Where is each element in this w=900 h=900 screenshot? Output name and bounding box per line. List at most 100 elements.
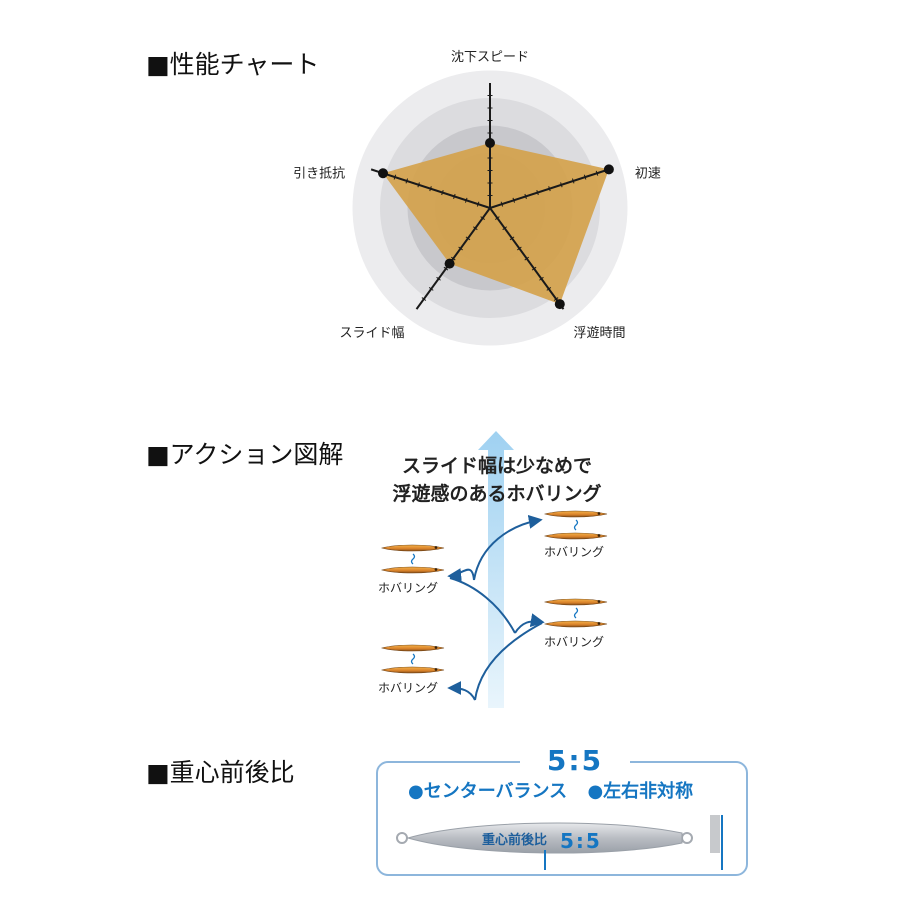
lure-eye: [597, 534, 601, 537]
radar-tick: [536, 190, 539, 196]
radar-tick: [417, 182, 420, 188]
radar-tick: [480, 216, 485, 220]
radar-tick: [458, 246, 463, 251]
hover-lure: [380, 644, 445, 652]
lure-eye: [434, 546, 438, 549]
radar-tick: [546, 287, 552, 291]
section-title-balance: ■重心前後比: [146, 758, 295, 787]
radar-tick: [495, 216, 500, 220]
lure-eye: [434, 568, 438, 571]
curve-arrow-upper-right: [473, 514, 543, 581]
radar-tick: [524, 256, 530, 261]
radar-axes: [370, 83, 614, 310]
hover-lure: [543, 620, 608, 628]
lure-eye: [597, 600, 601, 603]
balance-lure-ratio: 5:5: [560, 829, 602, 853]
radar-tick: [428, 287, 434, 291]
radar-axis-label-1: 沈下スピード: [451, 50, 529, 65]
wiggle-icon: [573, 519, 579, 531]
lure-eye: [434, 646, 438, 649]
feature-asymmetric: ●左右非対称: [587, 781, 694, 802]
radar-tick: [436, 276, 441, 281]
radar-point-3: [554, 299, 565, 310]
radar-axis-label-4: スライド幅: [340, 326, 405, 341]
section-title-action-diagram: ■アクション図解: [146, 440, 344, 469]
radar-tick: [421, 297, 427, 301]
action-caption-line2: 浮遊感のあるホバリング: [392, 482, 601, 505]
balance-lure-label: 重心前後比: [482, 832, 547, 848]
radar-tick: [571, 178, 575, 184]
radar-tick: [464, 197, 468, 203]
lure-eye: [597, 622, 601, 625]
radar-tick: [429, 186, 432, 192]
rise-arrow: [478, 431, 514, 708]
wiggle-icon: [573, 607, 579, 619]
action-caption-line1: スライド幅は少なめで: [402, 454, 592, 477]
radar-tick: [405, 178, 409, 184]
radar-tick: [524, 193, 527, 199]
radar-axis-label-2: 初速: [635, 166, 661, 181]
hover-lure: [380, 544, 445, 552]
curve-arrow-upper-left: [447, 568, 475, 583]
radar-point-1: [485, 138, 495, 148]
balance-ratio-heading: 5:5: [520, 743, 630, 779]
lure-front-eye-ring: [396, 832, 408, 844]
feature-center-balance: ●センターバランス: [408, 781, 568, 802]
radar-axis-label-3: 浮遊時間: [573, 326, 625, 341]
hover-lure: [380, 566, 445, 574]
radar-tick: [583, 174, 587, 180]
radar-tick: [500, 201, 504, 207]
wiggle-icon: [410, 553, 416, 565]
radar-tick: [548, 186, 551, 192]
wiggle-icon: [410, 653, 416, 665]
hover-lure-pair-1: [543, 510, 608, 540]
radar-tick: [517, 246, 522, 251]
radar-tick: [441, 190, 444, 196]
radar-tick: [553, 297, 559, 301]
hover-lure: [543, 532, 608, 540]
lure-rear-eye-ring: [681, 832, 693, 844]
hover-label-upper-right: ホバリング: [544, 545, 604, 559]
radar-tick: [453, 193, 456, 199]
radar-tick: [531, 266, 537, 271]
radar-tick: [476, 201, 480, 207]
asymmetric-section-marker: [710, 815, 720, 853]
radar-tick: [560, 182, 563, 188]
radar-tick: [512, 197, 516, 203]
hover-lure: [543, 598, 608, 606]
hover-lure-pair-2: [380, 544, 445, 574]
curve-arrow-middle: [449, 577, 516, 634]
hover-lure-pair-4: [380, 644, 445, 674]
radar-tick: [393, 174, 397, 180]
section-title-performance-chart: ■性能チャート: [146, 50, 320, 79]
curve-arrow-bottom: [474, 622, 543, 701]
hover-label-lower-left: ホバリング: [378, 681, 438, 695]
lure-eye: [597, 512, 601, 515]
radar-tick: [450, 256, 456, 261]
hover-lure-pair-3: [543, 598, 608, 628]
radar-tick: [465, 236, 471, 241]
radar-tick: [595, 170, 599, 176]
radar-area: [383, 143, 609, 305]
radar-tick: [472, 226, 478, 231]
hover-lure: [543, 510, 608, 518]
radar-axis-label-5: 引き抵抗: [293, 166, 345, 181]
curve-arrow-lower-left: [447, 681, 476, 701]
radar-tick: [502, 226, 508, 231]
radar-tick: [443, 266, 449, 271]
radar-point-2: [603, 164, 614, 175]
balance-features: ●センターバランス ●左右非対称: [408, 779, 738, 805]
hover-label-upper-left: ホバリング: [378, 581, 438, 595]
hover-lure: [380, 666, 445, 674]
lure-eye: [434, 668, 438, 671]
radar-point-4: [444, 258, 455, 269]
radar-tick: [509, 236, 515, 241]
balance-lure-body: [406, 822, 683, 854]
radar-point-5: [378, 168, 389, 179]
radar-tick: [539, 276, 544, 281]
hover-label-lower-right: ホバリング: [544, 635, 604, 649]
